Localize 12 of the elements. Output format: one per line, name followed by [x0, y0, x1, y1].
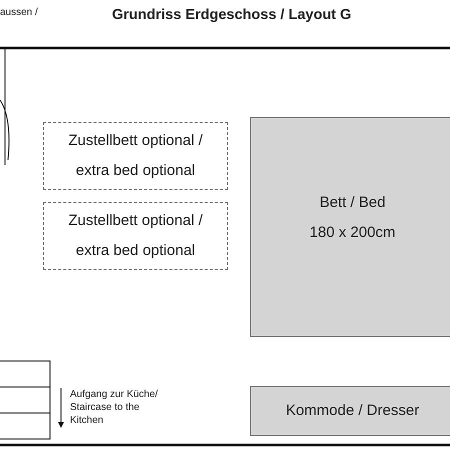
furniture-label: 180 x 200cm — [310, 223, 396, 243]
furniture-label: Bett / Bed — [320, 193, 386, 213]
plan-title: Grundriss Erdgeschoss / Layout G — [112, 7, 352, 23]
furniture-label: Kommode / Dresser — [286, 401, 420, 421]
staircase-note: Aufgang zur Küche/ Staircase to the Kitchen — [70, 388, 159, 427]
dresser-box — [250, 386, 450, 436]
area-label: aussen / — [0, 7, 38, 18]
bed-box — [250, 117, 450, 337]
furniture-label: Zustellbett optional / extra bed optional — [67, 131, 204, 181]
furniture-label: Zustellbett optional / extra bed optional — [67, 211, 204, 261]
extra-bed-box — [43, 202, 228, 270]
extra-bed-box — [43, 122, 228, 190]
